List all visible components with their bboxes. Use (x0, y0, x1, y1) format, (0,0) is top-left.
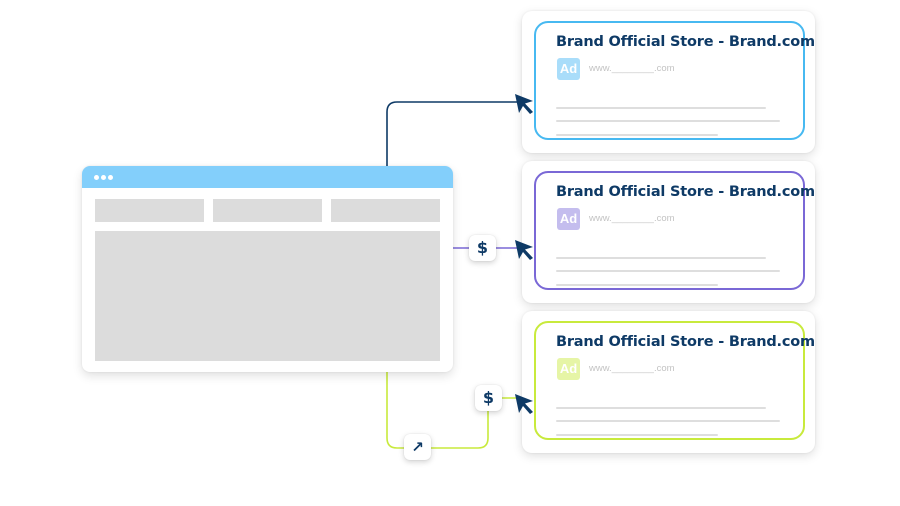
ad-url: www.________.com (589, 63, 675, 74)
ad-url: www.________.com (589, 363, 675, 374)
ad-badge: Ad (557, 208, 580, 230)
ad-card-border: Brand Official Store - Brand.com Ad www.… (534, 321, 815, 440)
ad-text-line (556, 257, 766, 259)
ad-text-line (556, 134, 718, 136)
ad-text-line (556, 107, 766, 109)
arrow-up-right-icon: ↗ (404, 434, 431, 460)
dollar-icon: $ (475, 385, 502, 411)
ad-text-line (556, 270, 780, 272)
connector-to-green-ad (386, 372, 530, 449)
ad-text-line (556, 407, 766, 409)
browser-window (82, 166, 453, 372)
ad-title[interactable]: Brand Official Store - Brand.com (556, 184, 815, 200)
ad-badge: Ad (557, 58, 580, 80)
ad-card-purple[interactable]: Brand Official Store - Brand.com Ad www.… (522, 161, 815, 303)
ad-card-blue[interactable]: Brand Official Store - Brand.com Ad www.… (522, 11, 815, 153)
nav-placeholder-2 (213, 199, 322, 222)
window-dot-icon (94, 175, 99, 180)
cursor-arrow-icon (515, 94, 533, 114)
ad-url: www.________.com (589, 213, 675, 224)
nav-placeholder-1 (95, 199, 204, 222)
content-placeholder (95, 231, 440, 361)
ad-card-border: Brand Official Store - Brand.com Ad www.… (534, 21, 815, 140)
ad-title[interactable]: Brand Official Store - Brand.com (556, 34, 815, 50)
window-dot-icon (108, 175, 113, 180)
browser-title-bar (82, 166, 453, 188)
nav-placeholder-3 (331, 199, 440, 222)
ad-badge: Ad (557, 358, 580, 380)
ad-text-line (556, 434, 718, 436)
ad-text-line (556, 120, 780, 122)
window-dot-icon (101, 175, 106, 180)
cursor-arrow-icon (515, 394, 533, 414)
ad-card-green[interactable]: Brand Official Store - Brand.com Ad www.… (522, 311, 815, 453)
ad-title[interactable]: Brand Official Store - Brand.com (556, 334, 815, 350)
ad-card-border: Brand Official Store - Brand.com Ad www.… (534, 171, 815, 290)
dollar-icon: $ (469, 235, 496, 261)
cursor-arrow-icon (515, 240, 533, 260)
ad-text-line (556, 284, 718, 286)
ad-text-line (556, 420, 780, 422)
connector-to-blue-ad (386, 101, 530, 166)
